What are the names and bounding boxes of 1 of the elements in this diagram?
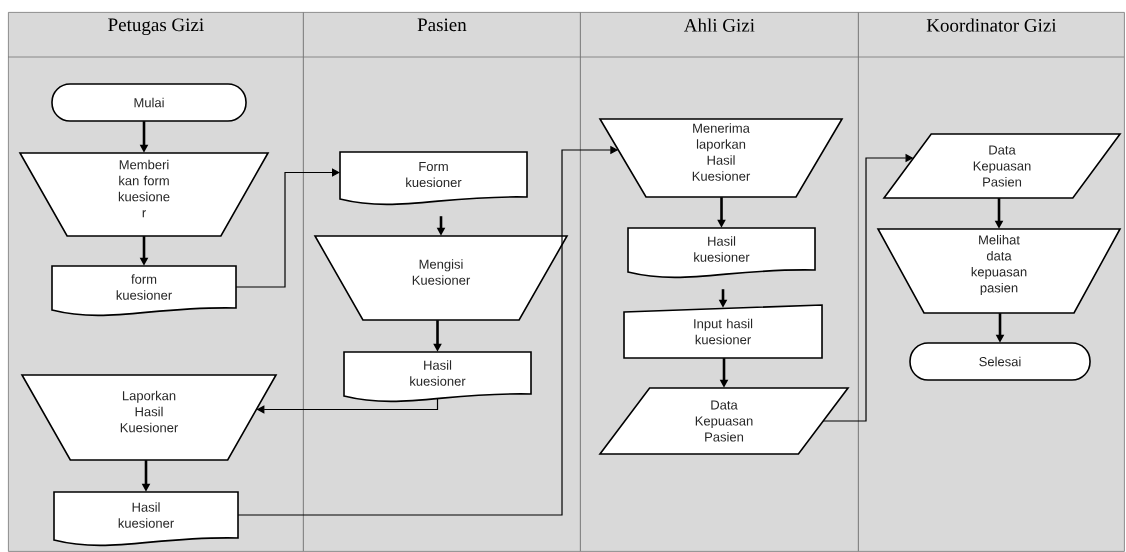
arrow [235,168,340,288]
